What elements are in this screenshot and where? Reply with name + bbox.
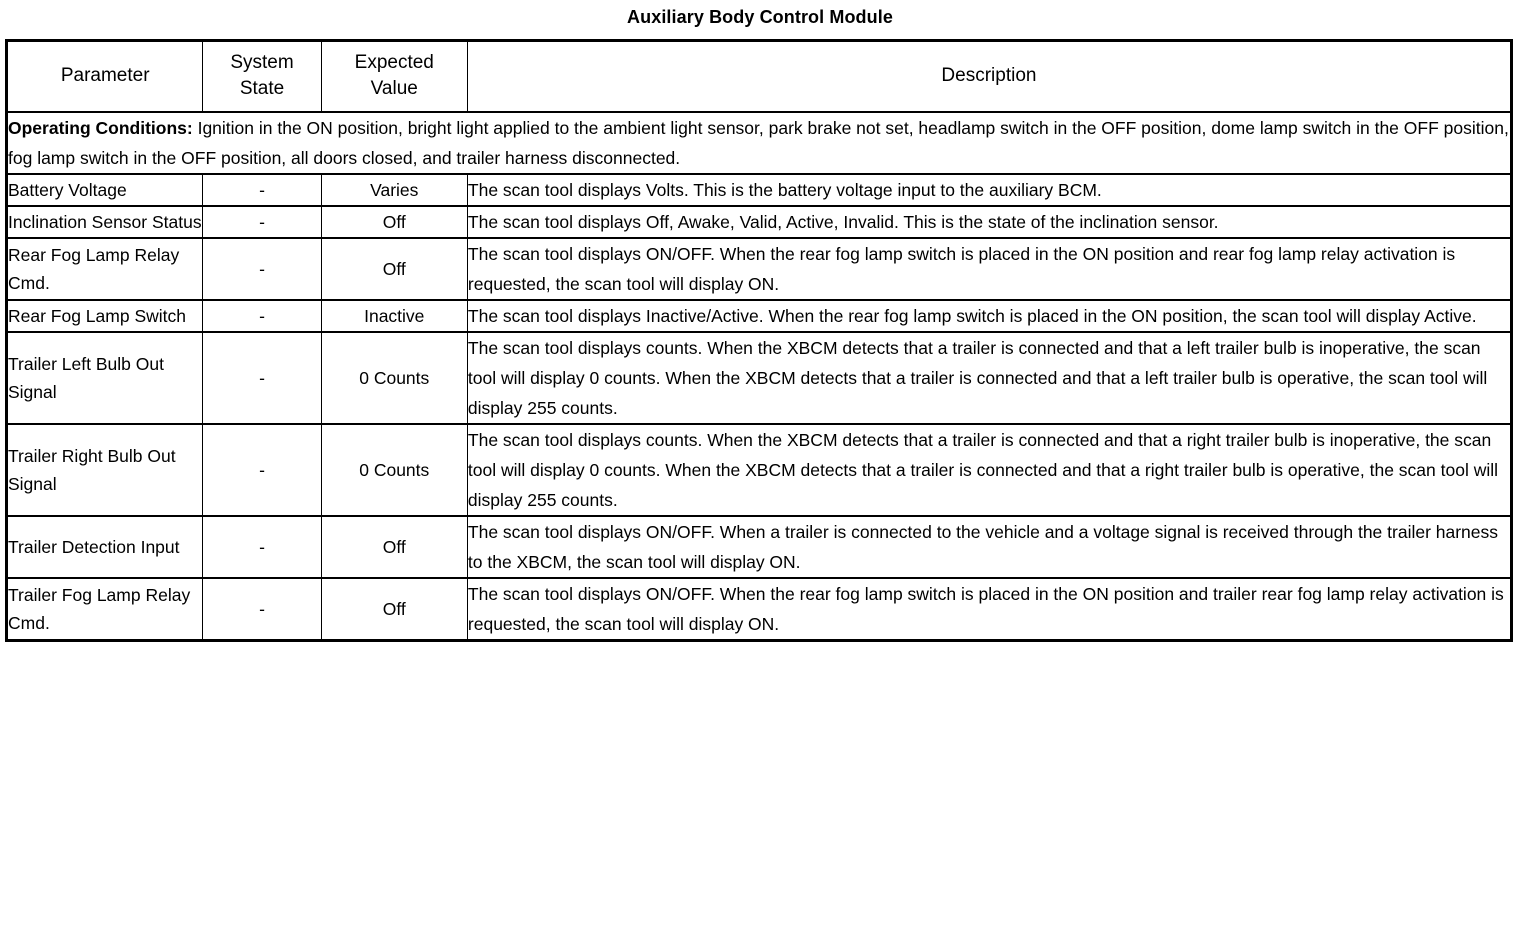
cell-parameter: Trailer Left Bulb Out Signal bbox=[5, 330, 204, 425]
cell-system-state: - bbox=[202, 298, 322, 333]
page-title: Auxiliary Body Control Module bbox=[627, 7, 893, 27]
column-header-system-state: System State bbox=[202, 39, 322, 113]
cell-expected-value: 0 Counts bbox=[320, 422, 468, 517]
cell-system-state: - bbox=[202, 236, 322, 301]
operating-conditions-label: Operating Conditions: bbox=[8, 117, 193, 138]
cell-description: The scan tool displays ON/OFF. When the … bbox=[466, 236, 1513, 301]
cell-system-state: - bbox=[202, 514, 322, 579]
table-body: Operating Conditions: Ignition in the ON… bbox=[5, 110, 1513, 641]
cell-expected-value: Inactive bbox=[320, 298, 468, 333]
operating-conditions-text: Ignition in the ON position, bright ligh… bbox=[8, 117, 1509, 168]
cell-description: The scan tool displays Volts. This is th… bbox=[466, 172, 1513, 207]
cell-description: The scan tool displays ON/OFF. When the … bbox=[466, 576, 1513, 641]
cell-description: The scan tool displays Inactive/Active. … bbox=[466, 298, 1513, 333]
column-header-expected-value: Expected Value bbox=[320, 39, 468, 113]
column-header-system-state-line1: System bbox=[230, 52, 294, 74]
parameter-spec-table: Parameter System State Expected Value De… bbox=[5, 39, 1513, 642]
cell-system-state: - bbox=[202, 330, 322, 425]
cell-parameter: Rear Fog Lamp Relay Cmd. bbox=[5, 236, 204, 301]
table-header: Parameter System State Expected Value De… bbox=[5, 39, 1513, 113]
column-header-system-state-line2: State bbox=[239, 78, 285, 100]
cell-expected-value: Off bbox=[320, 576, 468, 641]
cell-parameter: Trailer Detection Input bbox=[5, 514, 204, 579]
cell-parameter: Battery Voltage bbox=[5, 172, 204, 207]
cell-parameter: Inclination Sensor Status bbox=[5, 204, 204, 239]
cell-parameter: Rear Fog Lamp Switch bbox=[5, 298, 204, 333]
column-header-expected-value-line2: Value bbox=[370, 78, 418, 100]
cell-expected-value: Off bbox=[320, 236, 468, 301]
cell-description: The scan tool displays counts. When the … bbox=[466, 330, 1513, 425]
cell-system-state: - bbox=[202, 204, 322, 239]
cell-system-state: - bbox=[202, 422, 322, 517]
cell-system-state: - bbox=[202, 172, 322, 207]
cell-expected-value: Off bbox=[320, 204, 468, 239]
column-header-description: Description bbox=[466, 39, 1513, 113]
column-header-parameter-label: Parameter bbox=[60, 65, 150, 87]
column-header-description-label: Description bbox=[941, 65, 1037, 87]
operating-conditions-cell: Operating Conditions: Ignition in the ON… bbox=[6, 110, 1512, 175]
cell-expected-value: Off bbox=[320, 514, 468, 579]
cell-description: The scan tool displays counts. When the … bbox=[466, 422, 1513, 517]
cell-description: The scan tool displays Off, Awake, Valid… bbox=[466, 204, 1513, 239]
cell-parameter: Trailer Right Bulb Out Signal bbox=[5, 422, 204, 517]
cell-description: The scan tool displays ON/OFF. When a tr… bbox=[466, 514, 1513, 579]
column-header-expected-value-line1: Expected bbox=[354, 52, 434, 74]
cell-parameter: Trailer Fog Lamp Relay Cmd. bbox=[5, 576, 204, 641]
cell-expected-value: Varies bbox=[320, 172, 468, 207]
column-header-parameter: Parameter bbox=[5, 39, 204, 113]
operating-conditions-row: Operating Conditions: Ignition in the ON… bbox=[6, 110, 1512, 175]
table-header-row: Parameter System State Expected Value De… bbox=[5, 39, 1513, 113]
cell-expected-value: 0 Counts bbox=[320, 330, 468, 425]
cell-system-state: - bbox=[202, 576, 322, 641]
